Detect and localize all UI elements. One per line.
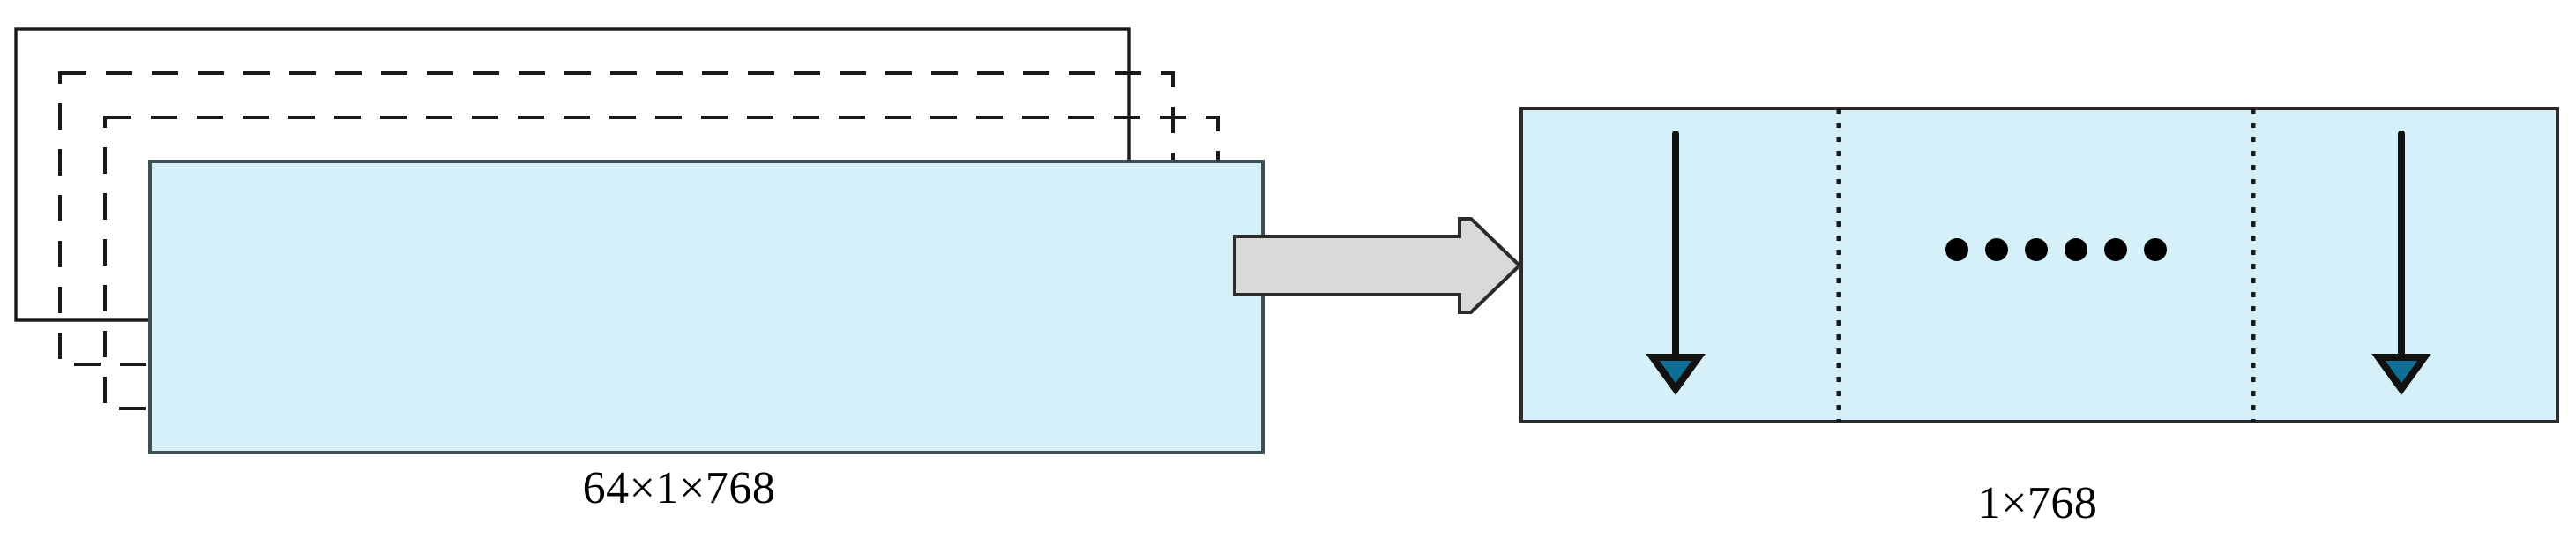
down-arrow-last [2371,131,2431,395]
ellipsis-dot [2065,238,2087,261]
down-arrow-first [1646,131,1706,395]
ellipsis-dot [1945,238,1968,261]
ellipsis-dot [1985,238,2008,261]
flattened-vector [1519,107,2559,423]
left-dimension-label: 64×1×768 [582,463,776,513]
ellipsis-dot [2104,238,2127,261]
down-arrow-last-head [2371,354,2431,395]
ellipsis-dot [2144,238,2167,261]
transform-arrow [1233,217,1522,314]
stack-front-rect [148,160,1265,454]
right-dimension-label: 1×768 [1977,478,2098,528]
transform-arrow-shape [1233,217,1522,314]
stacked-tensor-slices [14,27,1265,454]
ellipsis-dot [2025,238,2048,261]
down-arrow-first-head [1646,354,1706,395]
ellipsis-dots [1945,238,2167,261]
